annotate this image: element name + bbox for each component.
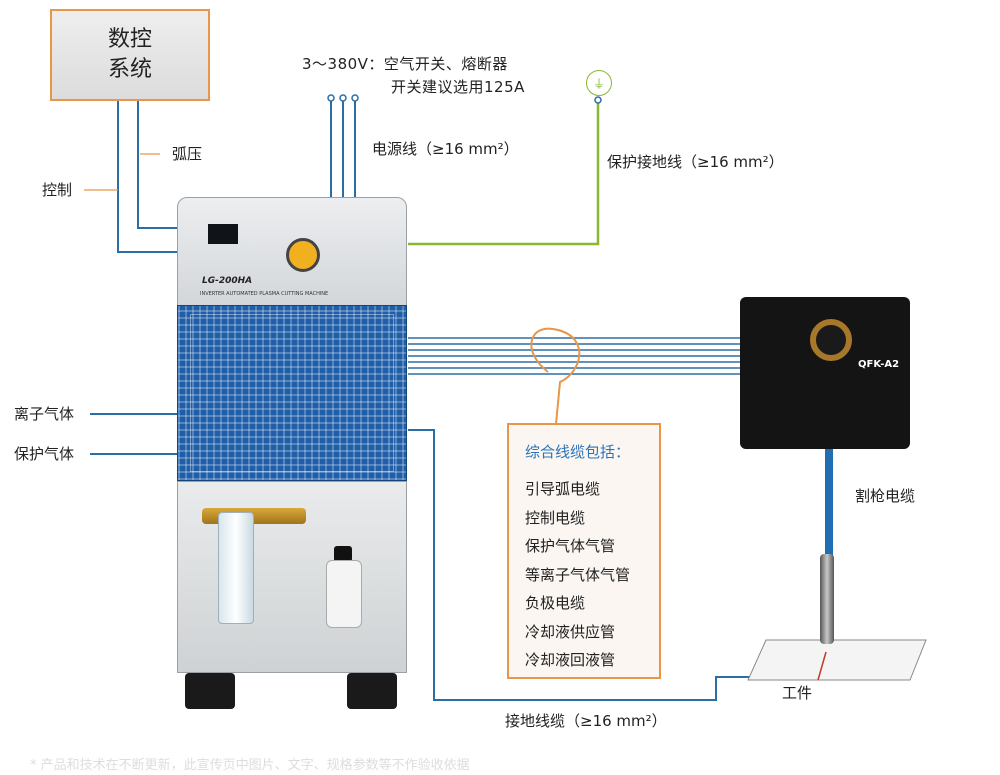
power-terminal-1 bbox=[327, 94, 335, 102]
machine-lower-panel bbox=[177, 481, 407, 673]
power-spec-line2: 开关建议选用125A bbox=[391, 78, 525, 96]
machine-control-panel: LG-200HA INVERTER AUTOMATED PLASMA CUTTI… bbox=[177, 197, 407, 307]
controller-model: QFK-A2 bbox=[858, 359, 900, 370]
machine-subtitle: INVERTER AUTOMATED PLASMA CUTTING MACHIN… bbox=[200, 291, 329, 297]
cut-line bbox=[817, 651, 827, 681]
machine-foot-right bbox=[347, 673, 397, 709]
torch-cable-label: 割枪电缆 bbox=[855, 487, 916, 505]
callout-item: 冷却液供应管 bbox=[525, 622, 616, 641]
power-cable-label: 电源线（≥16 mm²） bbox=[372, 140, 519, 158]
ground-terminal bbox=[594, 96, 602, 104]
cnc-label-line2: 系统 bbox=[107, 57, 152, 82]
footnote: * 产品和技术在不断更新，此宣传页中图片、文字、规格参数等不作验收依据 bbox=[30, 758, 470, 773]
power-terminal-2 bbox=[339, 94, 347, 102]
ground-wire bbox=[408, 100, 600, 246]
cnc-label-line1: 数控 bbox=[107, 27, 152, 53]
callout-bubble bbox=[530, 327, 581, 425]
arc-voltage-wire bbox=[137, 98, 178, 229]
ground-cable-label: 接地线缆（≥16 mm²） bbox=[505, 712, 667, 730]
cnc-system-box: 数控 系统 bbox=[50, 9, 210, 101]
arc-voltage-label: 弧压 bbox=[172, 145, 203, 163]
composite-cable-callout: 综合线缆包括： 引导弧电缆 控制电缆 保护气体气管 等离子气体气管 负极电缆 冷… bbox=[507, 423, 661, 679]
grille-frame bbox=[190, 314, 394, 472]
callout-item: 冷却液回液管 bbox=[525, 651, 616, 669]
plasma-torch-icon bbox=[820, 554, 834, 644]
workpiece-ground-cable bbox=[408, 429, 776, 701]
callout-item: 引导弧电缆 bbox=[525, 480, 601, 498]
torch-connector-icon bbox=[810, 319, 852, 361]
callout-item: 负极电缆 bbox=[525, 594, 586, 612]
plasma-cutting-machine: LG-200HA INVERTER AUTOMATED PLASMA CUTTI… bbox=[177, 197, 407, 709]
callout-list: 引导弧电缆 控制电缆 保护气体气管 等离子气体气管 负极电缆 冷却液供应管 冷却… bbox=[525, 475, 630, 675]
callout-item: 保护气体气管 bbox=[525, 537, 616, 555]
power-spec-line1: 3～380V：空气开关、熔断器 bbox=[302, 55, 508, 73]
coolant-bottle-icon bbox=[326, 560, 362, 628]
callout-title: 综合线缆包括： bbox=[525, 443, 631, 461]
arc-controller-box: QFK-A2 bbox=[740, 297, 910, 449]
digital-display bbox=[208, 224, 238, 244]
workpiece-label: 工件 bbox=[782, 684, 813, 702]
machine-foot-left bbox=[185, 673, 235, 709]
ground-protect-label: 保护接地线（≥16 mm²） bbox=[607, 153, 784, 171]
coolant-cap-icon bbox=[334, 546, 352, 562]
control-label: 控制 bbox=[42, 181, 73, 199]
ion-gas-label: 离子气体 bbox=[14, 405, 75, 423]
protect-gas-label: 保护气体 bbox=[14, 445, 75, 463]
machine-grille bbox=[177, 305, 407, 481]
control-wire bbox=[117, 98, 178, 253]
water-filter-icon bbox=[218, 512, 254, 624]
callout-item: 等离子气体气管 bbox=[525, 565, 631, 584]
workpiece-plate bbox=[747, 639, 927, 681]
machine-model: LG-200HA bbox=[202, 276, 253, 286]
ground-symbol-icon: ⏚ bbox=[586, 70, 612, 96]
current-knob-icon bbox=[286, 238, 320, 272]
callout-item: 控制电缆 bbox=[525, 508, 586, 527]
power-terminal-3 bbox=[351, 94, 359, 102]
